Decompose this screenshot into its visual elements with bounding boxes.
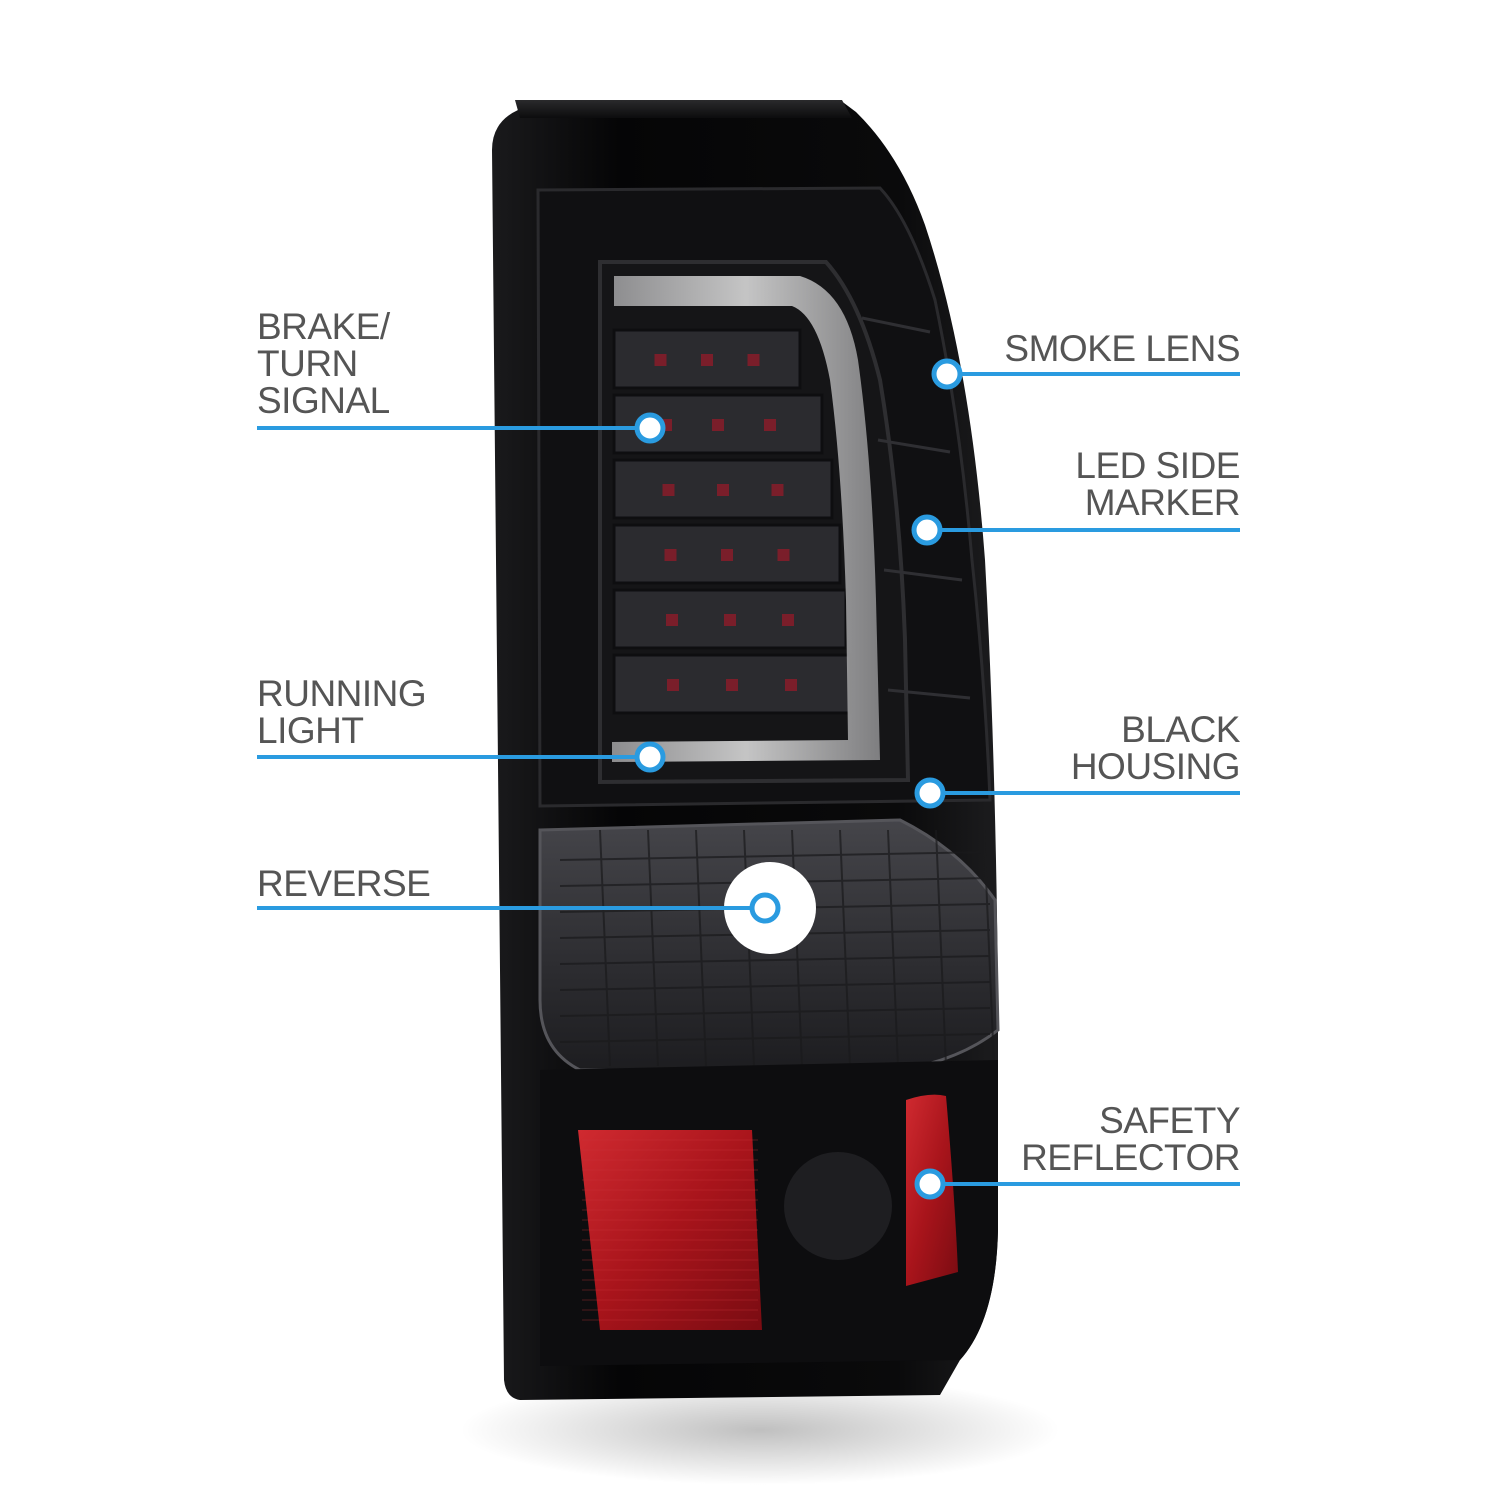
running-light-bar <box>612 276 880 762</box>
led-chip <box>777 549 790 561</box>
led-chip <box>667 679 679 691</box>
led-chip <box>666 614 678 626</box>
callout-black-housing-dot <box>914 777 946 809</box>
led-chip <box>662 484 675 496</box>
facet-line <box>887 829 899 1067</box>
callout-smoke-lens-dot <box>931 358 963 390</box>
callout-markers <box>257 358 1240 1200</box>
facet-line <box>935 829 947 1067</box>
facet-line <box>559 1033 991 1043</box>
led-chip <box>717 484 729 496</box>
callout-led-side-marker-dot <box>911 514 943 546</box>
label-brake-turn-signal: BRAKE/ TURN SIGNAL <box>257 306 390 421</box>
led-chip <box>726 679 738 691</box>
housing-top-cap <box>515 100 852 118</box>
label-led-side-marker: LED SIDE MARKER <box>1075 445 1240 523</box>
callout-brake-turn-dot <box>634 412 666 444</box>
led-chip <box>764 419 776 431</box>
round-blank-lens <box>784 1152 892 1260</box>
facet-line <box>559 1007 991 1017</box>
label-smoke-lens: SMOKE LENS <box>1004 328 1240 369</box>
facet-line <box>695 829 707 1067</box>
led-chip <box>701 354 713 366</box>
facet-line <box>559 981 991 991</box>
red-reflector-left <box>578 1130 762 1330</box>
label-reverse: REVERSE <box>257 863 431 904</box>
callout-safety-reflector-dot <box>914 1168 946 1200</box>
callout-running-light-dot <box>634 741 666 773</box>
smoke-lens-panel <box>598 260 911 785</box>
facet-line <box>559 851 991 861</box>
led-chip <box>747 354 760 366</box>
led-chip <box>664 549 677 561</box>
led-chip <box>782 614 794 626</box>
led-chip <box>654 354 667 366</box>
callout-reverse-dot <box>749 892 781 924</box>
led-chip <box>712 419 724 431</box>
led-chip <box>721 549 733 561</box>
facet-line <box>647 829 659 1067</box>
reflector-pattern <box>582 1139 758 1321</box>
reverse-lens-facets <box>559 829 995 1067</box>
floor-shadow <box>460 1375 1060 1485</box>
facet-line <box>983 829 995 1067</box>
led-chip <box>724 614 736 626</box>
label-running-light: RUNNING LIGHT <box>257 673 427 751</box>
led-chip <box>785 679 797 691</box>
led-chip <box>771 484 784 496</box>
label-safety-reflector: SAFETY REFLECTOR <box>1021 1100 1240 1178</box>
facet-line <box>839 829 851 1067</box>
facet-line <box>599 829 611 1067</box>
label-black-housing: BLACK HOUSING <box>1070 709 1241 787</box>
side-marker-ribs <box>861 316 971 700</box>
facet-line <box>559 955 991 965</box>
